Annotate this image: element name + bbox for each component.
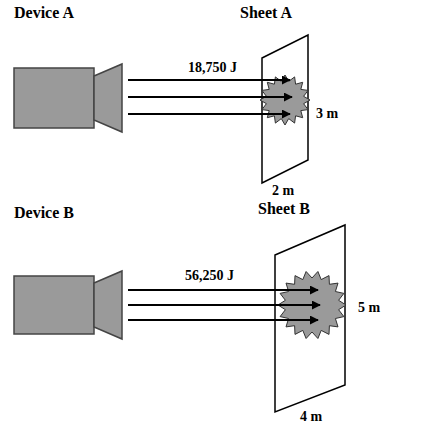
- energy-value: 56,250 J: [185, 268, 234, 283]
- dimension-label: 4 m: [300, 409, 322, 424]
- energy-arrow: [128, 289, 318, 291]
- sheet-b: [275, 225, 345, 412]
- energy-arrow: [128, 319, 318, 321]
- device-b: [14, 271, 122, 339]
- device-a: [14, 64, 122, 132]
- energy-arrows: [128, 80, 320, 320]
- sheet-label: Sheet B: [258, 200, 310, 218]
- dimension-label: 3 m: [316, 106, 338, 121]
- energy-arrow: [128, 113, 290, 115]
- sheet-label: Sheet A: [240, 4, 292, 22]
- device-label: Device A: [14, 4, 74, 22]
- device-label: Device B: [14, 204, 74, 222]
- dimension-label: 5 m: [358, 300, 380, 315]
- dimension-label: 2 m: [272, 183, 294, 198]
- energy-arrow: [128, 304, 320, 306]
- energy-arrow: [128, 79, 290, 81]
- energy-value: 18,750 J: [188, 60, 237, 75]
- energy-arrow: [128, 96, 292, 98]
- impact-burst: [260, 75, 310, 125]
